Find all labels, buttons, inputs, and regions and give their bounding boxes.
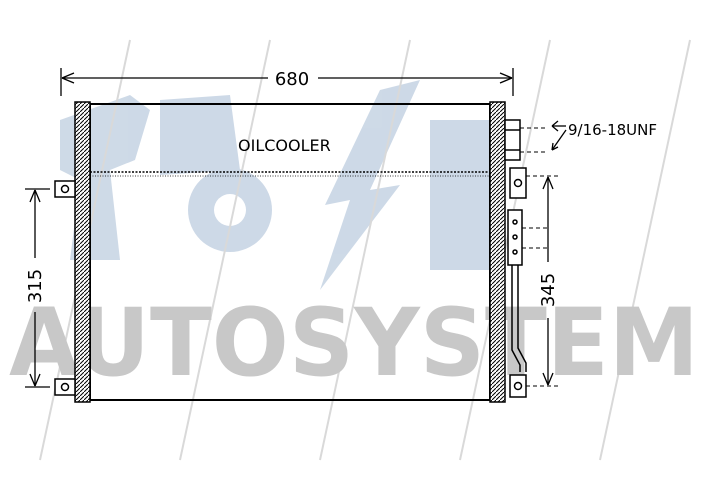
dimension-width	[60, 68, 514, 96]
dimension-left-height-label: 315	[25, 269, 46, 303]
watermark-graphics	[60, 80, 495, 290]
refrigerant-pipe	[511, 265, 527, 372]
right-bracket-top	[509, 167, 527, 199]
left-tank	[74, 101, 91, 403]
oilcooler-label: OILCOOLER	[238, 136, 331, 155]
dimension-right-height	[542, 176, 554, 386]
left-bracket-bottom	[54, 378, 76, 396]
receiver-drier	[507, 209, 523, 266]
leader-lines	[520, 127, 560, 387]
thread-callout	[551, 120, 567, 151]
left-bracket-top	[54, 180, 76, 198]
dimension-width-label: 680	[275, 69, 309, 90]
oilcooler-fitting	[504, 119, 521, 161]
watermark-lightning-icon	[320, 80, 420, 290]
watermark-text: AUTOSYSTEM	[9, 289, 699, 398]
thread-label: 9/16-18UNF	[568, 121, 657, 139]
watermark-person-icon	[60, 95, 150, 260]
right-bracket-bottom	[509, 374, 527, 398]
dimension-left-height	[25, 188, 50, 388]
watermark-pillar-icon	[430, 120, 495, 270]
right-tank	[489, 101, 506, 403]
dimension-right-height-label: 345	[538, 273, 559, 307]
